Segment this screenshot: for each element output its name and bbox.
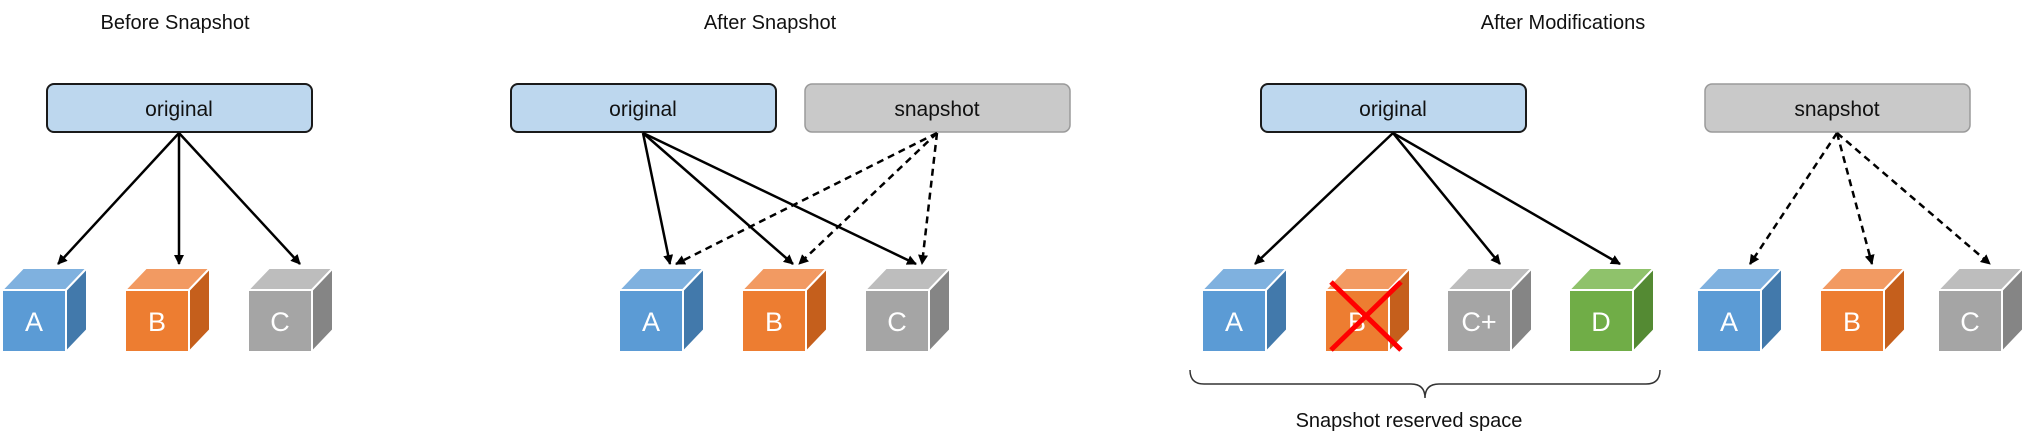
arrow-original-to-a: [1254, 132, 1394, 265]
dashed-arrow-snapshot-to-b: [798, 132, 938, 265]
panel-before: original A B C: [0, 83, 336, 355]
original-node-label: original: [1359, 98, 1427, 121]
block-c-label: C: [270, 307, 290, 337]
block-b-label: B: [765, 307, 783, 337]
snapshot-node: [1704, 83, 1971, 133]
block-c: C: [862, 265, 953, 355]
block-c-plus: C+: [1444, 265, 1535, 355]
dashed-arrow-snapshot-to-b: [1835, 132, 1875, 265]
title-after-modifications: After Modifications: [1481, 12, 1646, 34]
original-node: [1260, 83, 1527, 133]
arrow-original-to-a: [641, 132, 674, 265]
block-d-label: D: [1591, 307, 1611, 337]
arrow-original-to-a: [57, 132, 180, 265]
snapshot-node: [804, 83, 1071, 133]
title-before-snapshot: Before Snapshot: [101, 12, 250, 34]
snapshot-node-label: snapshot: [1794, 98, 1879, 121]
snapshot-block-b: B: [1817, 265, 1908, 355]
snapshot-block-c: C: [1935, 265, 2025, 355]
snapshot-node-label: snapshot: [894, 98, 979, 121]
reserved-space-label: Snapshot reserved space: [1296, 410, 1523, 432]
original-node-label: original: [145, 98, 213, 121]
block-a: A: [0, 265, 90, 355]
arrow-original-to-d: [1392, 131, 1621, 266]
block-b-deleted: B: [1322, 265, 1413, 355]
block-a-label: A: [1720, 307, 1738, 337]
block-a-label: A: [642, 307, 660, 337]
block-c: C: [245, 265, 336, 355]
block-a-label: A: [1225, 307, 1243, 337]
red-x-icon: [1329, 280, 1403, 352]
panel-after: original snapshot A B C: [510, 83, 1071, 355]
original-node: [46, 83, 313, 133]
block-b-label: B: [1843, 307, 1861, 337]
snapshot-block-a: A: [1694, 265, 1785, 355]
block-b-label: B: [148, 307, 166, 337]
block-d: D: [1566, 265, 1657, 355]
title-after-snapshot: After Snapshot: [704, 12, 837, 34]
arrow-original-to-c: [178, 132, 301, 265]
original-node-label: original: [609, 98, 677, 121]
block-a: A: [1199, 265, 1290, 355]
block-b: B: [122, 265, 213, 355]
dashed-arrow-snapshot-to-c: [918, 132, 939, 265]
arrow-original-to-b: [642, 132, 794, 265]
reserved-space-bracket: [1189, 369, 1661, 399]
arrow-original-to-c-plus: [1392, 132, 1501, 265]
block-c-plus-label: C+: [1461, 307, 1496, 337]
arrow-original-to-c: [642, 131, 917, 266]
dashed-arrow-snapshot-to-c: [1836, 132, 1991, 265]
panel-after-modifications: original snapshot A B: [1189, 83, 2025, 432]
block-a: A: [616, 265, 707, 355]
block-c-label: C: [887, 307, 907, 337]
block-b: B: [739, 265, 830, 355]
block-c-label: C: [1960, 307, 1980, 337]
dashed-arrow-snapshot-to-a: [1748, 132, 1839, 265]
block-a-label: A: [25, 307, 43, 337]
dashed-arrow-snapshot-to-a: [675, 131, 938, 266]
